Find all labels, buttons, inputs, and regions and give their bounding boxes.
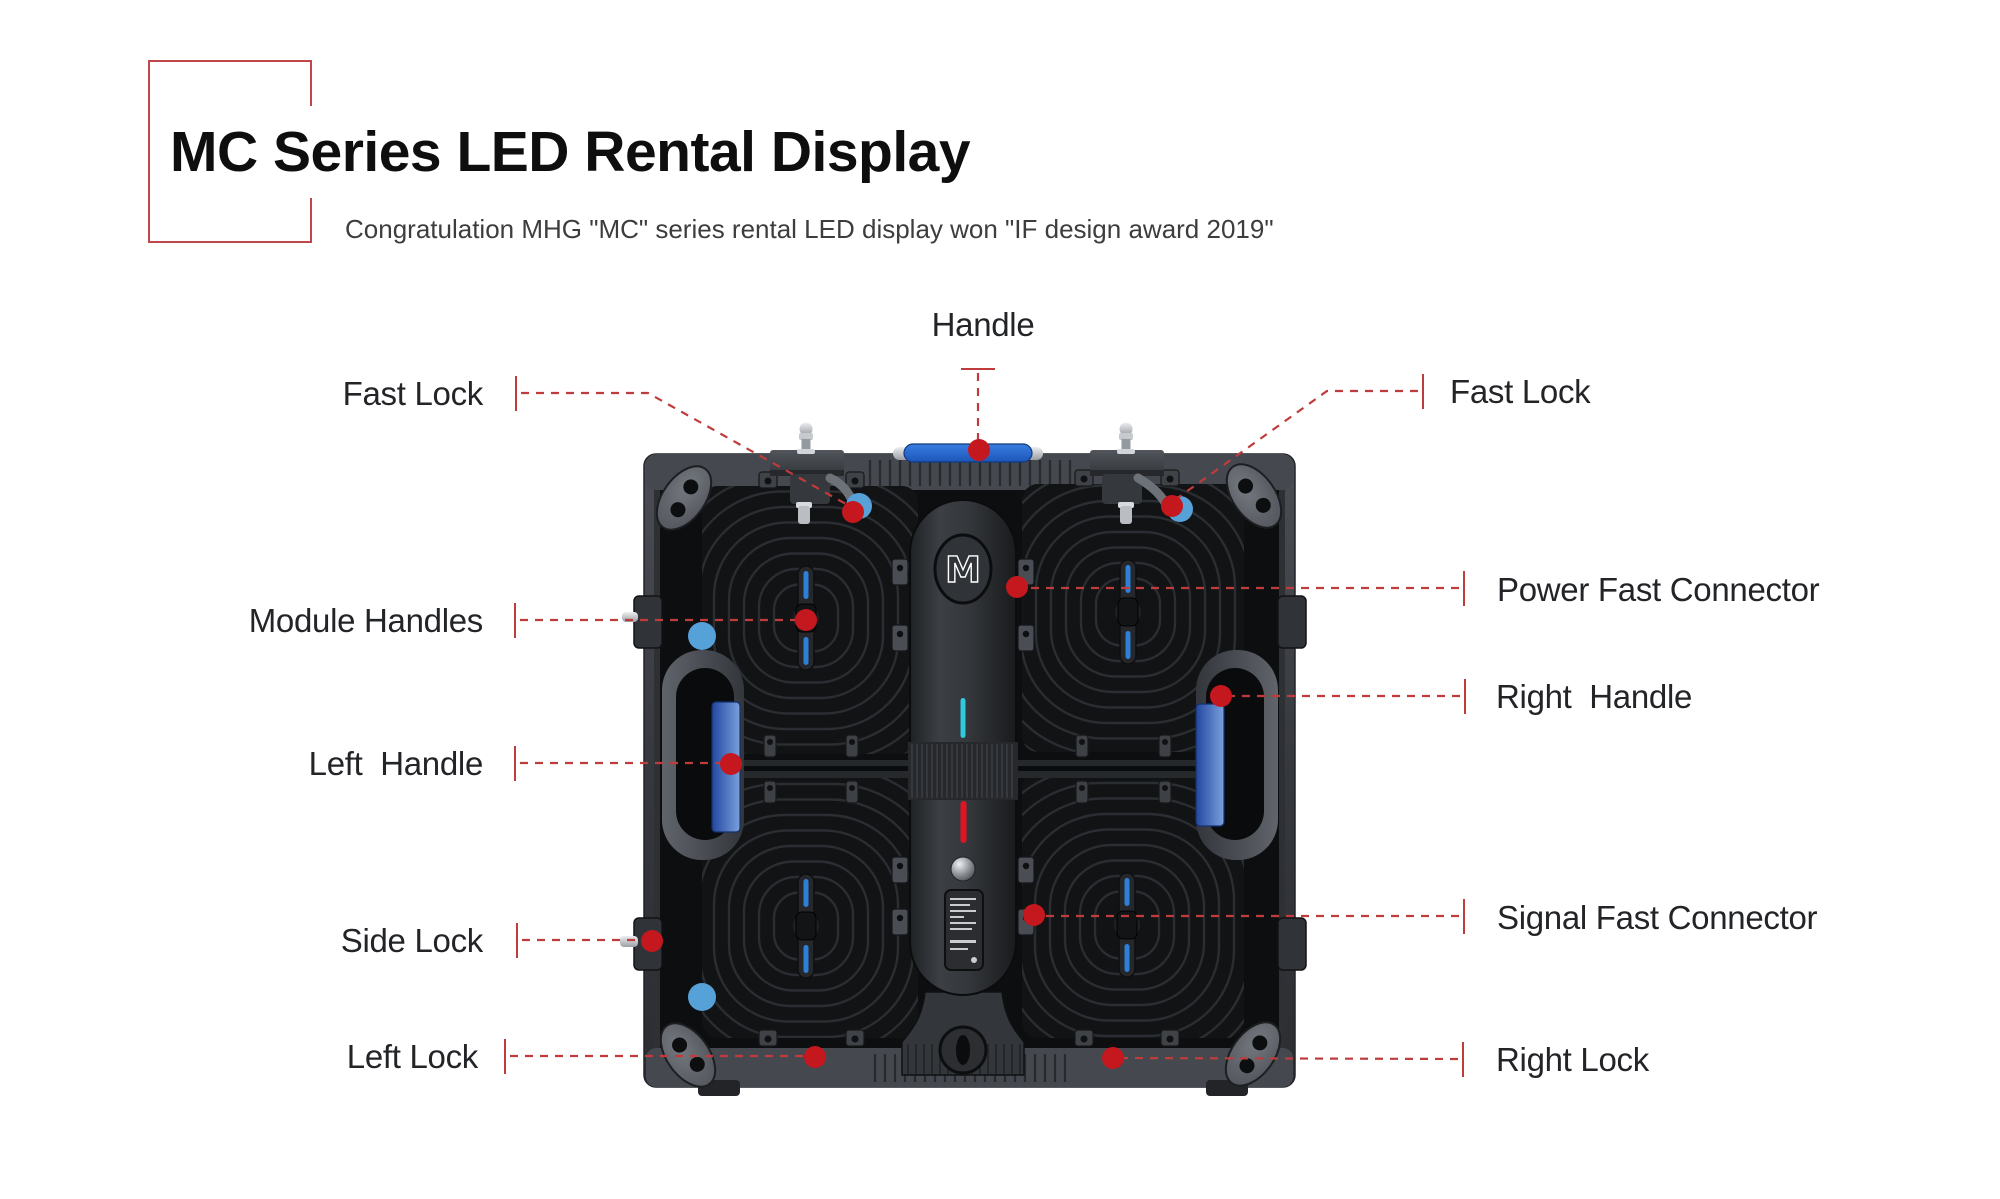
title-band: MC Series LED Rental Display (170, 106, 997, 198)
accent-circle-left-upper (688, 622, 716, 650)
callout-dot-handle (968, 439, 990, 461)
top-rail-ribs (868, 460, 1072, 486)
callout-label-right-lock: Right Lock (1496, 1041, 1650, 1078)
callout-dot-fast-lock-left (842, 501, 864, 523)
callout-label-fast-lock-left: Fast Lock (343, 375, 484, 412)
top-handle-bar (903, 443, 1033, 463)
brand-badge (933, 533, 993, 605)
callout-dot-right-handle (1210, 685, 1232, 707)
callout-dot-right-lock (1102, 1047, 1124, 1069)
callout-dot-fast-lock-right (1161, 495, 1183, 517)
spec-label-lines (950, 898, 977, 963)
center-column: M (891, 499, 1035, 1076)
callout-dot-left-lock (804, 1046, 826, 1068)
callout-line-fast-lock-left (521, 391, 854, 509)
right-handle-bar (1195, 703, 1225, 827)
callout-label-side-lock: Side Lock (341, 922, 484, 959)
callout-dot-power-fast-connector (1006, 576, 1028, 598)
callout-label-fast-lock-right: Fast Lock (1450, 373, 1591, 410)
callout-label-right-handle: Right Handle (1496, 678, 1692, 715)
callout-label-power-fast-connector: Power Fast Connector (1497, 571, 1820, 608)
fast-lock-assembly-left (770, 422, 860, 524)
callout-label-left-handle: Left Handle (309, 745, 483, 782)
page-subtitle: Congratulation MHG "MC" series rental LE… (345, 214, 1274, 244)
page-title: MC Series LED Rental Display (170, 120, 971, 184)
callout-line-fast-lock-right (1171, 389, 1418, 503)
callout-dot-signal-fast-connector (1023, 904, 1045, 926)
callout-label-left-lock: Left Lock (347, 1038, 479, 1075)
sphere-button (950, 856, 976, 882)
accent-circle-left-lower (688, 983, 716, 1011)
callout-dot-side-lock (641, 930, 663, 952)
side-lock-pin (620, 936, 638, 947)
callout-line-right-lock (1118, 1056, 1459, 1061)
callout-label-signal-fast-connector: Signal Fast Connector (1497, 899, 1818, 936)
callout-label-handle: Handle (932, 306, 1035, 343)
brand-logo-glyph: M (945, 550, 981, 591)
cyan-indicator (960, 698, 966, 738)
right-side-block-upper (1277, 595, 1307, 649)
column-grip-ribs (911, 744, 1013, 798)
callout-label-module-handles: Module Handles (249, 602, 483, 639)
callout-dot-module-handles (795, 609, 817, 631)
product-rear-view-illustration: M (620, 422, 1307, 1098)
red-indicator (960, 801, 967, 843)
right-side-block-lower (1277, 917, 1307, 971)
callout-dot-left-handle (720, 753, 742, 775)
